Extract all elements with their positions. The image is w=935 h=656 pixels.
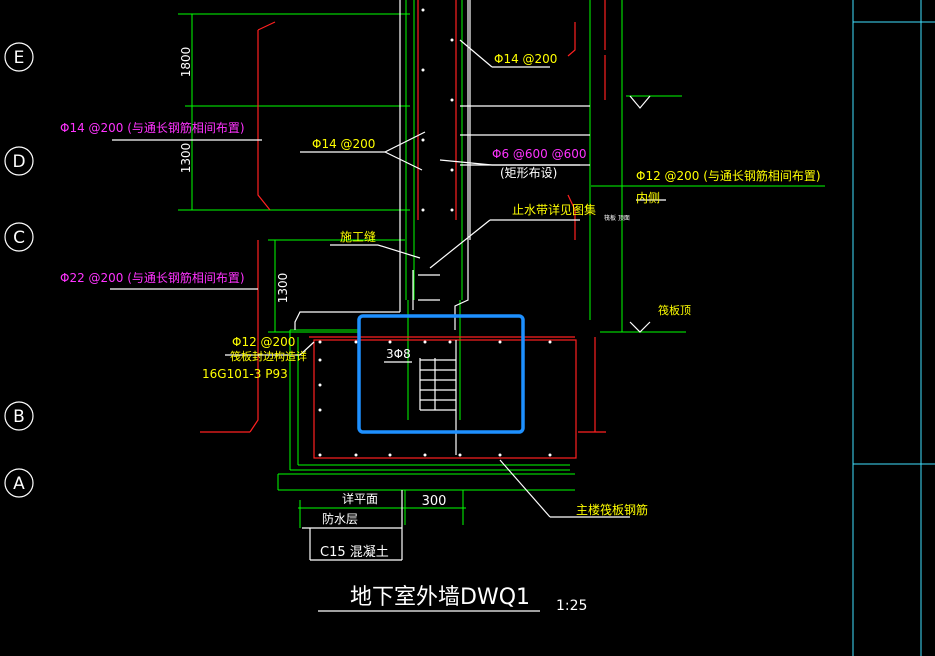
label-waterproof: 防水层 [322, 511, 358, 526]
label-phi22: Φ22 @200 (与通长钢筋相间布置) [60, 270, 245, 285]
label-c15: C15 混凝土 [320, 544, 389, 560]
frame-lines [852, 0, 935, 656]
label-phi14-left: Φ14 @200 (与通长钢筋相间布置) [60, 120, 245, 135]
label-phi6-sub: (矩形布设) [500, 166, 557, 180]
magenta-labels: Φ14 @200 (与通长钢筋相间布置) Φ6 @600 @600 Φ22 @2… [60, 120, 587, 285]
selection-highlight[interactable] [357, 314, 525, 434]
label-phi14-top: Φ14 @200 [494, 52, 557, 66]
axis-bubbles: E D C B A [4, 42, 34, 498]
axis-bubble-e[interactable]: E [4, 42, 34, 72]
yellow-labels: Φ14 @200 Φ14 @200 Φ12 @200 (与通长钢筋相间布置) 内… [202, 52, 821, 517]
label-atlas-ref: 16G101-3 P93 [202, 367, 288, 381]
axis-bubble-label: B [13, 407, 25, 427]
axis-bubble-label: E [14, 48, 25, 68]
drawing-scale: 1:25 [556, 598, 587, 614]
dim-300: 300 [422, 494, 447, 509]
label-waterstop: 止水带详见图集 [512, 202, 596, 217]
label-inner-side: 内侧 [636, 191, 660, 205]
white-labels: (矩形布设) 3Φ8 详平面 防水层 C15 混凝土 筏板 顶面 [320, 166, 630, 560]
label-raft-rebar: 主楼筏板钢筋 [576, 502, 648, 517]
label-small-right: 筏板 顶面 [604, 214, 630, 222]
dim-1800: 1800 [179, 47, 193, 78]
label-slab-anchor: 筏板封边构造详 [230, 349, 307, 363]
label-raft-top: 筏板顶 [658, 303, 691, 317]
rebar-dots [318, 8, 552, 457]
label-construction-joint: 施工缝 [340, 229, 376, 244]
label-phi12-low: Φ12 @200 [232, 335, 295, 349]
axis-bubble-label: D [12, 152, 25, 172]
label-phi12-right: Φ12 @200 (与通长钢筋相间布置) [636, 168, 821, 183]
label-detail-plan: 详平面 [342, 491, 378, 506]
dimension-lines [178, 0, 825, 528]
axis-bubble-label: C [13, 228, 25, 248]
label-phi6: Φ6 @600 @600 [492, 147, 587, 161]
dim-1300-lower: 1300 [276, 273, 290, 304]
axis-bubble-d[interactable]: D [4, 146, 34, 176]
label-three-phi8: 3Φ8 [386, 347, 411, 361]
axis-bubble-b[interactable]: B [4, 401, 34, 431]
drawing-title: 地下室外墙DWQ1 [350, 585, 530, 610]
axis-bubble-c[interactable]: C [4, 222, 34, 252]
dim-1300-upper: 1300 [179, 143, 193, 174]
structure-lines [110, 0, 666, 612]
axis-bubble-a[interactable]: A [4, 468, 34, 498]
concrete-outline [200, 0, 606, 459]
label-phi14-mid: Φ14 @200 [312, 137, 375, 151]
axis-bubble-label: A [13, 474, 25, 494]
